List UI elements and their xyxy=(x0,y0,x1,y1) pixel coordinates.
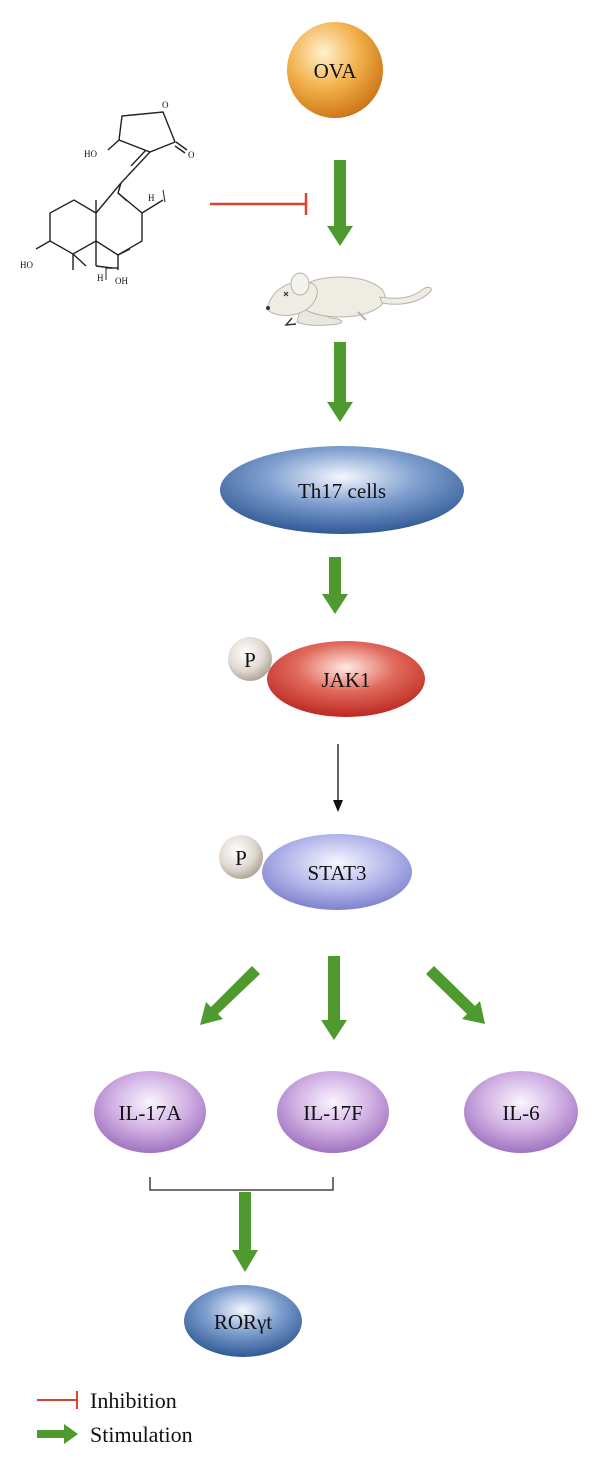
phospho-jak1-label: P xyxy=(244,648,256,672)
phospho-stat3-label: P xyxy=(235,846,247,870)
legend: Inhibition Stimulation xyxy=(37,1388,193,1447)
il17f-label: IL-17F xyxy=(303,1101,363,1125)
stimulation-arrows xyxy=(200,160,485,1272)
il17a-label: IL-17A xyxy=(119,1101,183,1125)
molecule-atom-labels: O O HO H HO H OH xyxy=(20,100,195,286)
ova-node: OVA xyxy=(287,22,383,118)
jak1-label: JAK1 xyxy=(321,668,370,692)
atom-hydrogen-right: H xyxy=(148,193,155,203)
stat3-label: STAT3 xyxy=(308,861,367,885)
arrow-mouse-to-th17 xyxy=(327,342,353,422)
atom-hydroxyl-left: HO xyxy=(20,260,33,270)
il6-label: IL-6 xyxy=(502,1101,539,1125)
legend-inhibition-symbol xyxy=(37,1391,78,1409)
jak1-node: JAK1 xyxy=(267,641,425,717)
phospho-jak1: P xyxy=(228,637,272,681)
legend-stimulation-label: Stimulation xyxy=(90,1422,193,1447)
rorgt-label: RORγt xyxy=(214,1310,272,1334)
il17f-node: IL-17F xyxy=(277,1071,389,1153)
arrow-jak1-to-stat3 xyxy=(333,744,343,812)
andrographolide-molecule xyxy=(35,111,188,280)
atom-ring-oxygen: O xyxy=(162,100,169,110)
il6-node: IL-6 xyxy=(464,1071,578,1153)
il17a-node: IL-17A xyxy=(94,1071,206,1153)
arrow-stat3-to-il17a xyxy=(200,966,260,1025)
il17-bracket xyxy=(149,1177,334,1191)
arrow-th17-to-jak1 xyxy=(322,557,348,614)
stat3-node: STAT3 xyxy=(262,834,412,910)
arrow-stat3-to-il17f xyxy=(321,956,347,1040)
mouse-illustration xyxy=(266,272,432,326)
arrow-bracket-to-rorgt xyxy=(232,1192,258,1272)
th17-label: Th17 cells xyxy=(298,479,386,503)
ova-label: OVA xyxy=(314,59,358,83)
legend-stimulation-symbol xyxy=(37,1424,78,1444)
atom-hydroxyl-bottom: OH xyxy=(115,276,128,286)
phospho-stat3: P xyxy=(219,835,263,879)
arrow-stat3-to-il6 xyxy=(426,966,485,1024)
inhibition-marker xyxy=(210,193,308,215)
rorgt-node: RORγt xyxy=(184,1285,302,1357)
th17-node: Th17 cells xyxy=(220,446,464,534)
atom-hydrogen-bottom: H xyxy=(97,273,104,283)
legend-inhibition-label: Inhibition xyxy=(90,1388,177,1413)
atom-carbonyl-oxygen: O xyxy=(188,150,195,160)
atom-hydroxyl-top: HO xyxy=(84,149,97,159)
arrow-ova-to-mouse xyxy=(327,160,353,246)
